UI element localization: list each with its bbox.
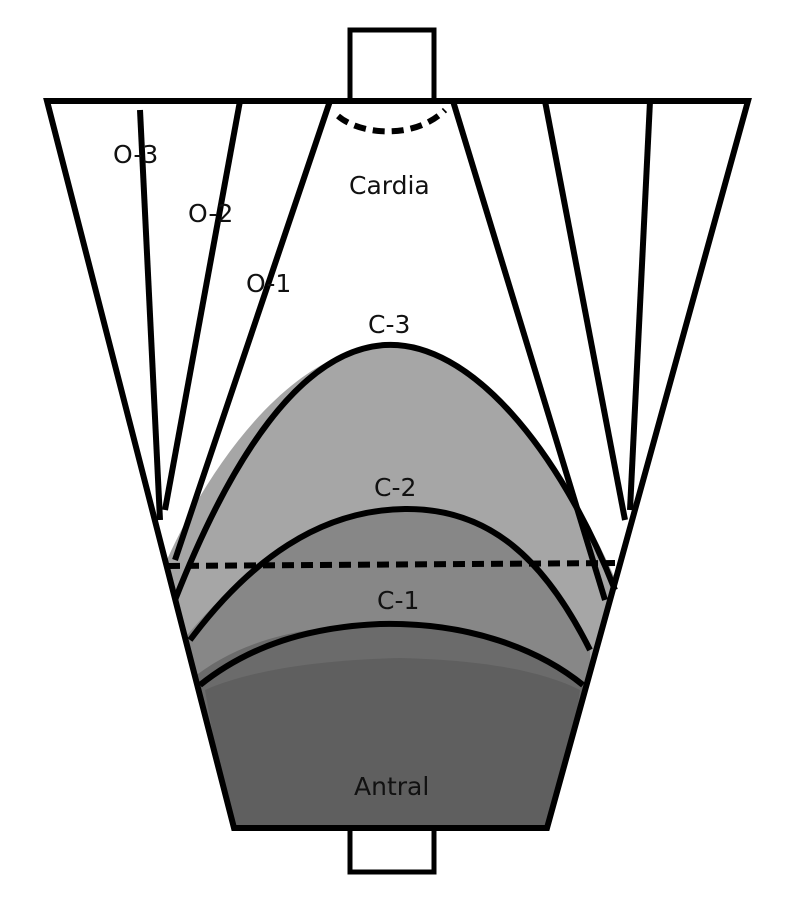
label-o2: O-2	[188, 199, 233, 228]
cardia-dashed-arc	[336, 107, 448, 135]
label-antral: Antral	[354, 772, 429, 801]
right-line-outer	[627, 100, 653, 511]
label-c1: C-1	[377, 586, 419, 615]
mid-dashed-line	[167, 560, 616, 569]
label-cardia: Cardia	[349, 171, 430, 200]
esophagus	[347, 27, 437, 104]
label-c2: C-2	[374, 473, 416, 502]
label-c3: C-3	[368, 310, 410, 339]
antral-region	[205, 658, 580, 828]
label-o1: O-1	[246, 269, 291, 298]
label-o3: O-3	[113, 140, 158, 169]
c3-curve	[172, 341, 618, 602]
c2-curve	[187, 505, 593, 652]
c1-curve	[198, 620, 585, 688]
o1-line	[172, 100, 333, 561]
right-line-middle	[542, 100, 628, 521]
o2-line	[162, 100, 243, 511]
stomach-outline	[43, 98, 752, 831]
o3-line	[137, 109, 163, 521]
duodenum	[347, 825, 437, 875]
